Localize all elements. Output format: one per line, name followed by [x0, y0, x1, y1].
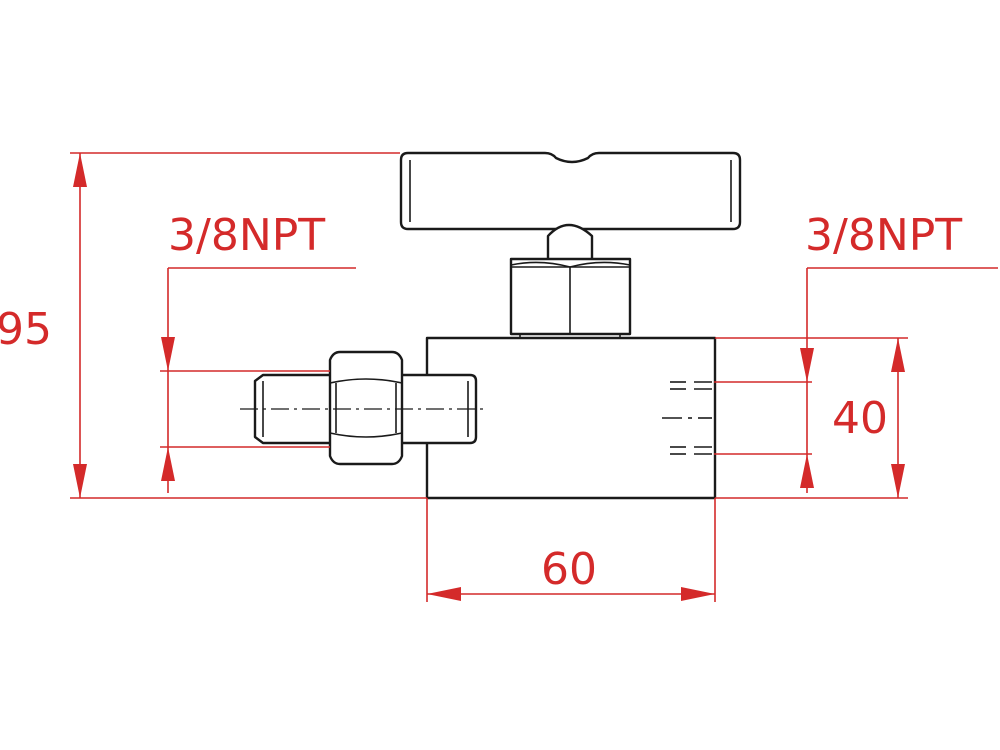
dim-height-total: 95: [0, 152, 427, 499]
port-left-label: 3/8NPT: [168, 210, 325, 261]
t-handle: [399, 151, 742, 231]
dim-port-right: 3/8NPT: [714, 210, 998, 493]
dimensions: 95 3/8NPT 3/8NPT: [0, 152, 998, 602]
valve-stem: [546, 223, 594, 264]
bonnet-hex-nut: [509, 257, 632, 336]
right-port-thread-marks: [662, 381, 712, 455]
body-height-label: 40: [832, 393, 888, 444]
height-total-label: 95: [0, 304, 52, 355]
valve-part: [240, 151, 742, 500]
body-width-label: 60: [541, 544, 597, 595]
dim-port-left: 3/8NPT: [160, 210, 356, 493]
dim-body-height: 40: [715, 337, 908, 499]
dim-body-width: 60: [426, 498, 716, 602]
port-right-label: 3/8NPT: [805, 210, 962, 261]
